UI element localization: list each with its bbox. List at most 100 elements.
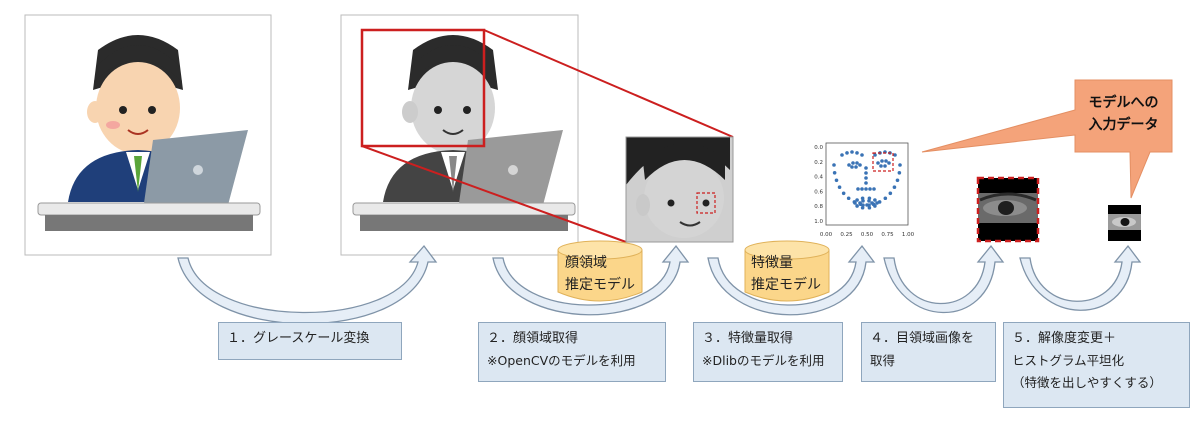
feature-model-label: 特徴量 推定モデル <box>751 252 835 296</box>
y-tick-label: 0.4 <box>814 175 823 181</box>
flow-arrow-3 <box>707 244 876 316</box>
x-tick-label: 0.75 <box>881 232 894 238</box>
input-data-callout <box>921 79 1173 199</box>
step-4-note: 取得 <box>870 353 896 368</box>
landmark-point <box>855 204 859 208</box>
step-3-box: ３．特徴量取得 ※Dlibのモデルを利用 <box>693 322 843 382</box>
landmark-point <box>856 187 860 191</box>
landmark-point <box>837 185 842 190</box>
landmark-point <box>861 203 865 207</box>
landmark-point <box>879 164 883 168</box>
callout-line1: モデルへの <box>1088 95 1159 111</box>
step-4-box: ４．目領域画像を 取得 <box>861 322 996 382</box>
original-color-image <box>24 14 272 256</box>
landmark-point <box>898 163 902 167</box>
landmark-point <box>870 201 874 205</box>
landmark-point <box>850 150 854 154</box>
landmark-point <box>867 203 871 207</box>
landmark-point <box>834 178 839 183</box>
landmark-point <box>873 198 877 202</box>
landmark-point <box>864 166 868 170</box>
step-5-line2: ヒストグラム平坦化 <box>1012 353 1125 368</box>
landmark-point <box>895 178 900 183</box>
callout-label: モデルへの 入力データ <box>1075 92 1172 136</box>
plot-x-ticks: 0.00 0.25 0.50 0.75 1.00 <box>820 232 915 238</box>
y-tick-label: 0.0 <box>814 145 823 151</box>
callout-line2: 入力データ <box>1088 117 1159 133</box>
landmark-point <box>893 153 897 157</box>
landmark-point <box>883 164 887 168</box>
small-eye-image <box>1108 205 1141 241</box>
x-tick-label: 0.50 <box>861 232 874 238</box>
x-tick-label: 1.00 <box>902 232 915 238</box>
landmark-point <box>850 165 854 169</box>
landmark-point <box>887 161 891 165</box>
landmark-point <box>832 163 836 167</box>
landmark-point <box>858 163 862 167</box>
grayscale-image <box>340 14 579 256</box>
landmark-points <box>832 150 902 210</box>
landmark-point <box>847 163 851 167</box>
landmark-point <box>855 161 859 165</box>
face-model-line2: 推定モデル <box>565 277 635 293</box>
landmark-point <box>841 191 846 196</box>
landmark-point <box>873 153 877 157</box>
x-tick-label: 0.00 <box>820 232 833 238</box>
landmark-point <box>864 171 868 175</box>
zoom-line-top <box>483 29 734 138</box>
step-2-title: ２．顔領域取得 <box>487 331 579 346</box>
landmark-point <box>876 161 880 165</box>
cropped-face-image <box>625 136 734 243</box>
landmark-point <box>875 201 879 205</box>
zoom-line-bottom <box>361 145 627 243</box>
eye-region-box <box>696 192 716 214</box>
landmark-point <box>892 185 897 190</box>
flow-arrow-5 <box>1019 244 1142 311</box>
step-5-title: ５．解像度変更＋ <box>1012 331 1117 346</box>
y-tick-label: 0.2 <box>814 160 823 166</box>
landmark-point <box>884 159 888 163</box>
landmark-point <box>845 151 849 155</box>
landmark-point <box>854 165 858 169</box>
landmark-point <box>855 198 859 202</box>
landmark-point <box>873 204 877 208</box>
x-tick-label: 0.25 <box>840 232 853 238</box>
y-tick-label: 0.8 <box>814 204 823 210</box>
feature-model-line1: 特徴量 <box>751 255 793 271</box>
landmark-point <box>855 151 859 155</box>
face-model-line1: 顔領域 <box>565 255 607 271</box>
landmark-point <box>851 161 855 165</box>
feature-model-line2: 推定モデル <box>751 277 821 293</box>
landmark-point <box>864 176 868 180</box>
landmark-point <box>872 187 876 191</box>
y-tick-label: 1.0 <box>814 219 823 225</box>
step-5-box: ５．解像度変更＋ ヒストグラム平坦化 （特徴を出しやすくする） <box>1003 322 1190 408</box>
plot-y-ticks: 0.0 0.2 0.4 0.6 0.8 1.0 <box>814 145 823 225</box>
landmark-point <box>867 199 871 203</box>
eye-region-image <box>976 176 1040 243</box>
landmark-point <box>858 201 862 205</box>
step-3-note: ※Dlibのモデルを利用 <box>702 353 825 368</box>
face-detection-box <box>360 28 486 148</box>
step-3-title: ３．特徴量取得 <box>702 331 794 346</box>
face-model-cylinder <box>557 240 643 302</box>
landmark-point <box>897 171 902 175</box>
step-1-title: １．グレースケール変換 <box>227 331 370 346</box>
landmark-point <box>861 199 865 203</box>
face-model-label: 顔領域 推定モデル <box>565 252 645 296</box>
flow-arrow-1 <box>177 244 438 325</box>
flow-arrow-4 <box>883 244 1005 314</box>
landmark-point <box>864 181 868 185</box>
step-1-box: １．グレースケール変換 <box>218 322 402 360</box>
step-2-box: ２．顔領域取得 ※OpenCVのモデルを利用 <box>478 322 666 382</box>
landmark-point <box>853 201 857 205</box>
landmark-point <box>832 171 837 175</box>
plot-eye-box <box>872 152 894 172</box>
landmark-point <box>883 196 888 201</box>
landmark-point <box>864 187 868 191</box>
landmark-plot: 0.00 0.25 0.50 0.75 1.00 0.0 0.2 0.4 0.6 0.8 1.0 <box>814 142 915 238</box>
landmark-point <box>846 196 851 201</box>
y-tick-label: 0.6 <box>814 189 823 195</box>
step-2-note: ※OpenCVのモデルを利用 <box>487 353 636 368</box>
landmark-point <box>880 159 884 163</box>
